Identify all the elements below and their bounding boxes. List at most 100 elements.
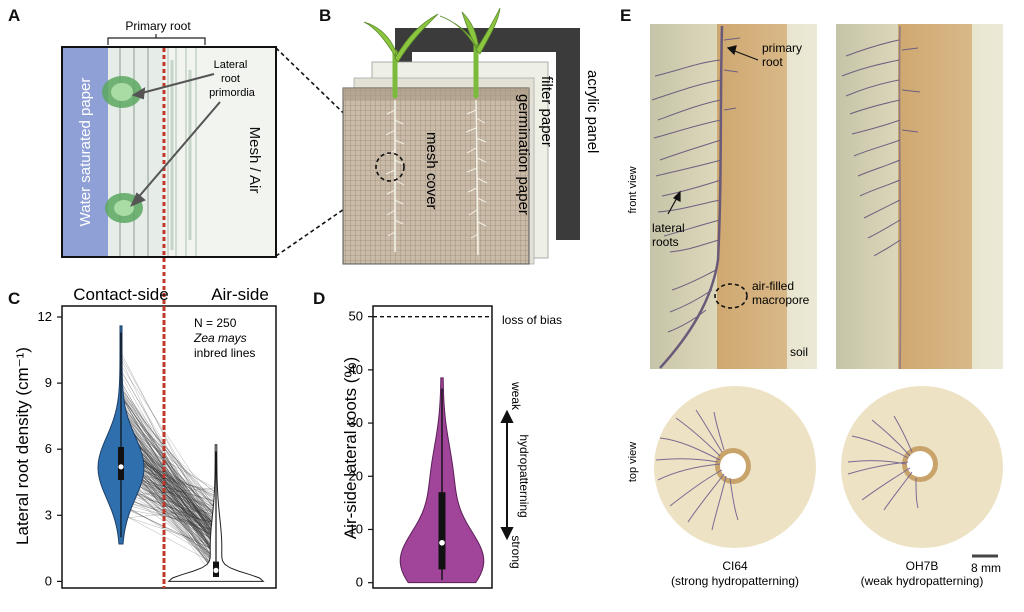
- c-paired-line: [120, 407, 217, 536]
- c-paired-line: [120, 393, 217, 508]
- c-frame: [61, 305, 277, 589]
- panel-d-letter: D: [313, 289, 326, 308]
- c-paired-line: [120, 415, 217, 549]
- c-paired-line: [120, 489, 217, 538]
- d-ylabel: Air-side lateral roots (%): [341, 357, 360, 539]
- c-paired-line: [120, 381, 217, 551]
- c-paired-line: [120, 415, 217, 528]
- c-paired-line: [120, 498, 217, 524]
- acrylic-panel-label: acrylic panel: [584, 70, 601, 153]
- c-paired-line: [120, 388, 217, 519]
- c-paired-line: [120, 401, 217, 548]
- c-paired-line: [120, 406, 217, 565]
- c-paired-line: [120, 395, 217, 558]
- c-paired-line: [120, 497, 217, 533]
- d-violin: [399, 377, 485, 584]
- mesh-air-label: Mesh / Air: [246, 127, 263, 194]
- c-paired-line: [120, 410, 217, 517]
- panel-e-letter: E: [620, 6, 632, 25]
- c-paired-line: [120, 403, 217, 531]
- c-ytick-label: 3: [45, 507, 52, 522]
- line1-desc: (strong hydropatterning): [671, 574, 799, 588]
- c-paired-line: [120, 495, 217, 536]
- e-macropore-label: air-filled macropore: [752, 279, 810, 307]
- c-paired-line: [120, 391, 217, 511]
- strong-label: strong: [509, 535, 523, 568]
- c-paired-line: [120, 356, 217, 528]
- line1-name: CI64: [722, 559, 748, 573]
- c-ytick-label: 9: [45, 375, 52, 390]
- c-paired-line: [120, 490, 217, 559]
- c-paired-line: [120, 404, 217, 543]
- c-paired-line: [120, 413, 217, 563]
- c-paired-line: [120, 506, 217, 552]
- loss-of-bias-label: loss of bias: [502, 313, 562, 327]
- germination-paper-label: germination paper: [515, 94, 532, 215]
- d-ytick-label: 10: [349, 521, 363, 536]
- d-ytick-label: 30: [349, 415, 363, 430]
- c-paired-line: [120, 414, 217, 558]
- panel-b-letter: B: [319, 6, 332, 25]
- c-paired-line: [120, 388, 217, 543]
- c-ytick-label: 6: [45, 441, 52, 456]
- d-frame: [372, 305, 493, 589]
- c-paired-line: [120, 417, 217, 531]
- panel-c-letter: C: [8, 289, 21, 308]
- front-view-label: front view: [627, 166, 639, 213]
- c-paired-line: [120, 491, 217, 542]
- c-paired-line: [120, 369, 217, 541]
- c-paired-line: [120, 501, 217, 524]
- c-ylabel: Lateral root density (cm⁻¹): [13, 347, 32, 545]
- c-median: [118, 464, 124, 470]
- c-paired-line: [120, 403, 217, 530]
- c-iqr-box: [118, 447, 124, 481]
- c-median: [213, 567, 219, 573]
- c-ytick-label: 0: [45, 573, 52, 588]
- c-paired-line: [120, 403, 217, 528]
- d-ytick-label: 20: [349, 468, 363, 483]
- c-paired-line: [120, 391, 217, 539]
- c-violins: [97, 325, 265, 582]
- c-paired-line: [120, 416, 217, 537]
- c-paired-line: [120, 395, 217, 566]
- species-label: Zea mays: [193, 331, 247, 345]
- c-paired-line: [120, 514, 217, 547]
- c-paired-line: [120, 503, 217, 560]
- d-median: [439, 539, 445, 546]
- c-paired-line: [120, 411, 217, 517]
- c-paired-line: [120, 414, 217, 521]
- filter-paper-label: filter paper: [538, 76, 555, 147]
- c-paired-line: [120, 352, 217, 536]
- c-paired-lines: [120, 352, 217, 580]
- c-paired-line: [120, 407, 217, 568]
- panel-a-letter: A: [8, 6, 21, 25]
- c-paired-line: [120, 504, 217, 555]
- c-paired-line: [120, 392, 217, 549]
- soil-label: soil: [790, 345, 808, 359]
- c-paired-line: [120, 397, 217, 505]
- water-saturated-paper-label: Water saturated paper: [77, 78, 94, 227]
- c-paired-line: [120, 397, 217, 523]
- c-paired-line: [120, 411, 217, 535]
- c-paired-line: [120, 401, 217, 520]
- c-paired-line: [120, 395, 217, 529]
- hydropatterning-label: hydropatterning: [517, 434, 531, 517]
- c-paired-line: [120, 502, 217, 531]
- d-ytick-label: 50: [349, 309, 363, 324]
- c-paired-line: [120, 405, 217, 503]
- c-paired-line: [120, 499, 217, 534]
- line2-name: OH7B: [906, 559, 939, 573]
- c-paired-line: [120, 358, 217, 562]
- c-paired-line: [120, 508, 217, 519]
- line2-desc: (weak hydropatterning): [861, 574, 984, 588]
- c-paired-line: [120, 416, 217, 548]
- c-paired-line: [120, 404, 217, 526]
- c-paired-line: [120, 394, 217, 561]
- scale-label: 8 mm: [971, 561, 1001, 575]
- c-paired-line: [120, 406, 217, 518]
